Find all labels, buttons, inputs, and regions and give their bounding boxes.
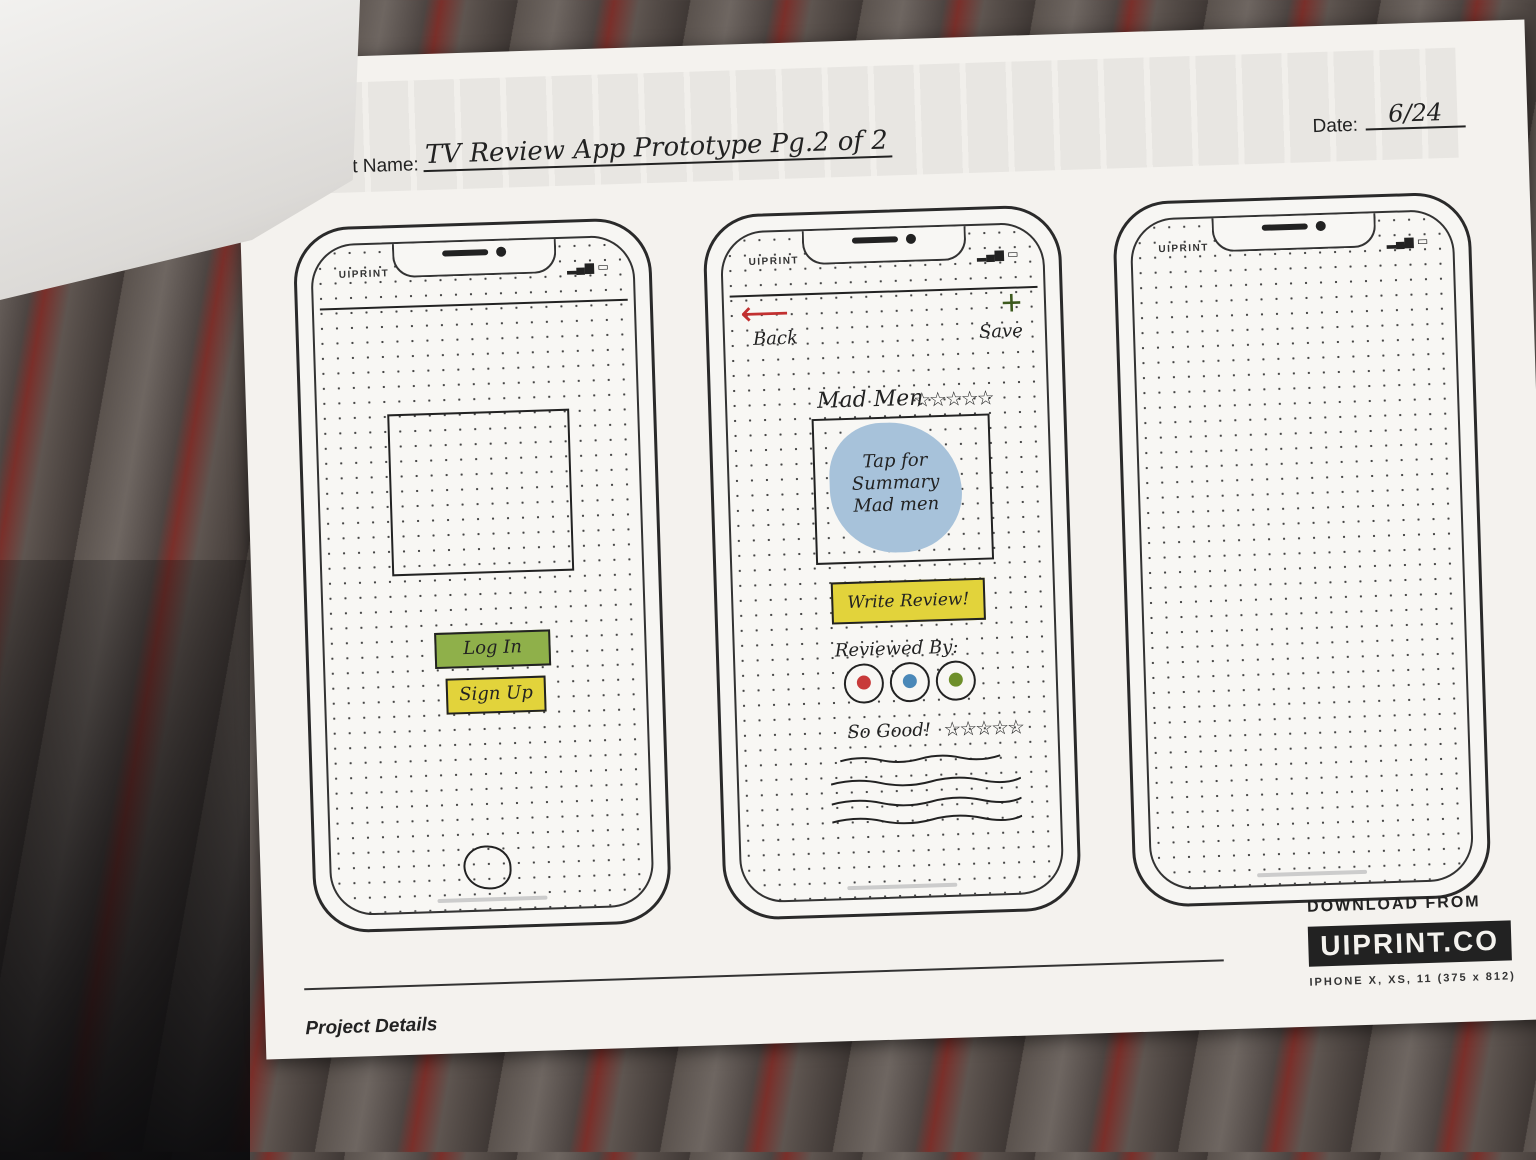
signup-button[interactable]: Sign Up (445, 675, 547, 715)
phone-notch (1211, 211, 1377, 253)
avatar[interactable] (889, 661, 931, 703)
avatar-dot (948, 672, 964, 687)
home-indicator (847, 882, 958, 891)
paper-sheet: Project Name: TV Review App Prototype Pg… (235, 19, 1536, 1060)
avatar[interactable] (935, 660, 977, 702)
device-spec: IPHONE X, XS, 11 (375 x 812) (1309, 970, 1517, 989)
background-shadow (0, 560, 250, 1160)
login-button[interactable]: Log In (434, 629, 552, 670)
show-title: Mad Men (816, 385, 924, 414)
review-text: So Good! (847, 719, 932, 744)
avatar-dot (856, 675, 872, 690)
phone-screen: UIPRINT ▂▄▆ ▭ (1129, 208, 1475, 891)
text-placeholder-line (840, 754, 1001, 763)
text-placeholder-line (830, 776, 1022, 787)
phone-frame-login: UIPRINT ▂▄▆ ▭ Log In Sign Up (292, 217, 673, 934)
phone-brand: UIPRINT (748, 255, 800, 268)
summary-text: Tap for Summary Mad men (851, 449, 940, 517)
speaker-icon (851, 236, 899, 244)
date-label: Date: (1312, 114, 1359, 138)
signal-battery-icon: ▂▄▆ ▭ (566, 259, 609, 275)
show-rating-stars-icon[interactable]: ☆☆☆☆☆ (912, 387, 994, 412)
header-divider (319, 298, 628, 311)
camera-icon (495, 246, 507, 257)
phone-frame-blank: UIPRINT ▂▄▆ ▭ (1111, 191, 1492, 909)
image-placeholder (387, 408, 575, 577)
uiprint-logo: UIPRINT.CO (1307, 920, 1512, 967)
home-indicator (437, 895, 548, 904)
text-placeholder-line (831, 796, 1022, 807)
date-value: 6/24 (1364, 97, 1466, 131)
avatar-dot (902, 673, 918, 689)
phone-brand: UIPRINT (338, 268, 390, 281)
project-details-label: Project Details (305, 1014, 438, 1040)
write-review-button[interactable]: Write Review! (830, 577, 986, 625)
home-indicator (1257, 869, 1368, 878)
avatar[interactable] (843, 662, 885, 705)
signal-battery-icon: ▂▄▆ ▭ (1386, 233, 1429, 249)
save-button[interactable]: Save (978, 320, 1024, 343)
home-button-icon[interactable] (462, 844, 513, 891)
phone-frame-show-detail: UIPRINT ▂▄▆ ▭ ⟵ Back + Save Mad Men ☆☆☆☆… (702, 204, 1083, 922)
review-rating-stars-icon: ☆☆☆☆☆ (943, 716, 1024, 742)
summary-card[interactable]: Tap for Summary Mad men (811, 413, 995, 565)
phone-brand: UIPRINT (1158, 242, 1210, 256)
camera-icon (905, 233, 917, 245)
phone-notch (391, 237, 557, 279)
speaker-icon (1261, 223, 1308, 231)
phone-notch (801, 224, 967, 266)
project-details-line (304, 959, 1224, 991)
back-arrow-icon[interactable]: ⟵ (739, 293, 790, 334)
camera-icon (1315, 220, 1326, 232)
phone-screen: UIPRINT ▂▄▆ ▭ Log In Sign Up (309, 234, 655, 917)
save-plus-icon[interactable]: + (1000, 281, 1023, 324)
back-button[interactable]: Back (752, 327, 799, 350)
speaker-icon (442, 249, 489, 257)
reviewed-by-label: Reviewed By: (834, 636, 959, 662)
phone-screen: UIPRINT ▂▄▆ ▭ ⟵ Back + Save Mad Men ☆☆☆☆… (719, 221, 1065, 904)
text-placeholder-line (832, 814, 1023, 825)
signal-battery-icon: ▂▄▆ ▭ (976, 246, 1019, 262)
show-through-pattern (275, 47, 1459, 195)
